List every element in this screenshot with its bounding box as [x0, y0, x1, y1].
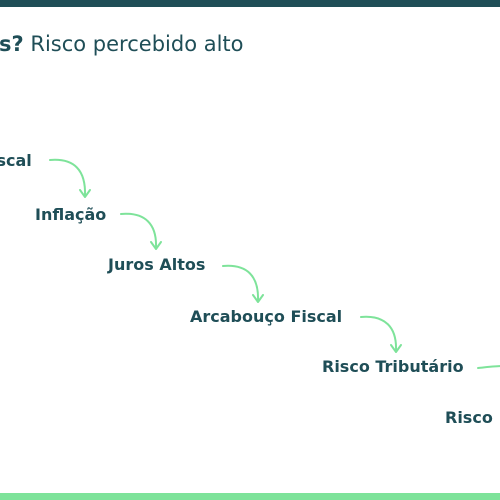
step-inflacao: Inflação	[35, 205, 107, 224]
top-accent-bar	[0, 0, 500, 7]
step-fiscal: iscal	[0, 151, 32, 170]
step-arcabouco-fiscal: Arcabouço Fiscal	[190, 307, 343, 326]
arrow-risco-tributario-to-risco	[477, 365, 500, 369]
arrow-arcabouco-to-risco-tributario	[360, 315, 402, 353]
bottom-accent-bar	[0, 493, 500, 500]
arrow-juros-to-arcabouco	[222, 264, 264, 303]
arrow-inflacao-to-juros	[120, 212, 162, 250]
arrow-fiscal-to-inflacao	[49, 158, 91, 198]
step-risco: Risco	[445, 408, 493, 427]
heading-question: s?	[0, 32, 24, 56]
heading-subtitle: Risco percebido alto	[30, 32, 244, 56]
slide-heading: s? Risco percebido alto	[0, 30, 244, 58]
step-juros-altos: Juros Altos	[108, 255, 206, 274]
step-risco-tributario: Risco Tributário	[322, 357, 464, 376]
